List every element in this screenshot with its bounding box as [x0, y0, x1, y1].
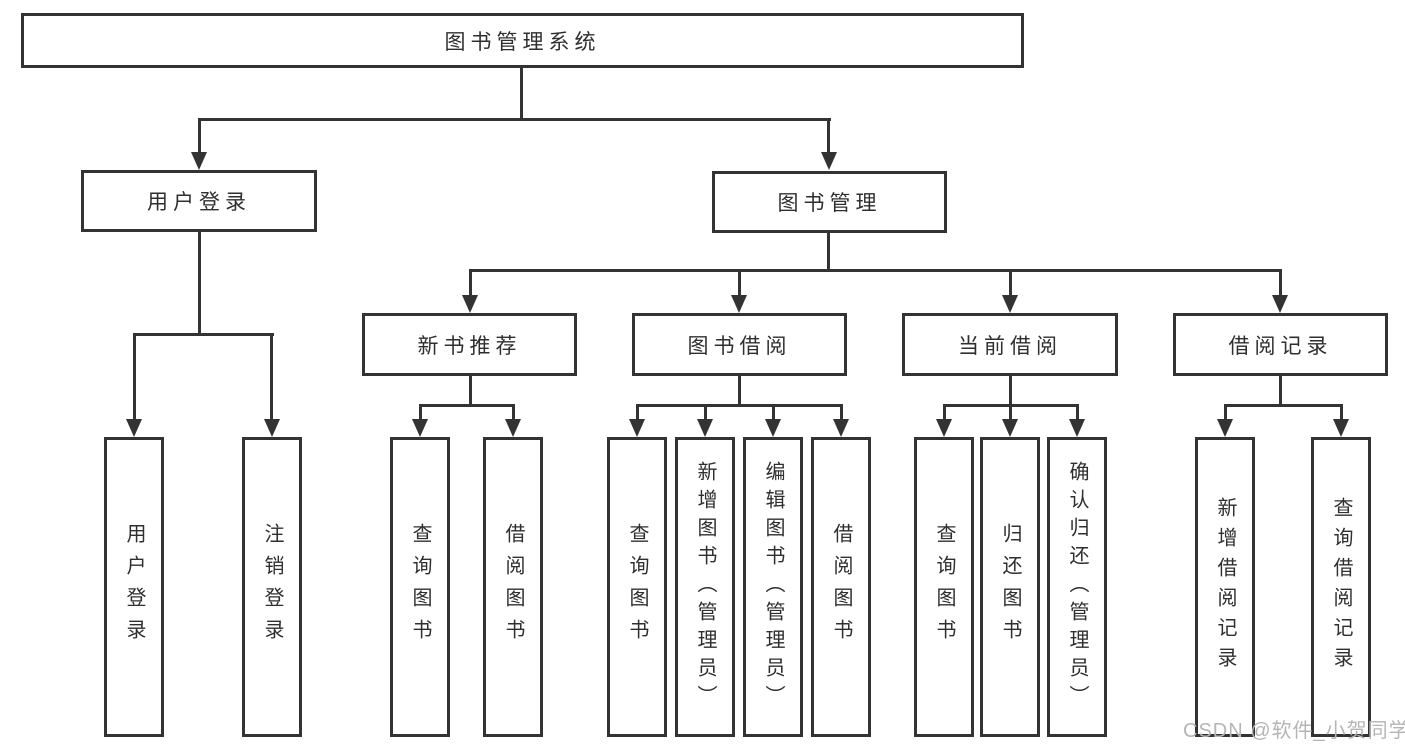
arrowhead-down: [1002, 295, 1018, 313]
leaf-records-query-record: 查询借阅记录: [1311, 437, 1371, 737]
connector-leaf: [1009, 404, 1012, 421]
arrowhead-down: [821, 152, 837, 170]
leaf-borrow-query-books: 查询图书: [607, 437, 667, 737]
connector-leaf: [1340, 404, 1343, 421]
node-borrow-records: 借阅记录: [1173, 313, 1388, 376]
arrowhead-down: [264, 419, 280, 437]
leaf-current-query-books: 查询图书: [914, 437, 974, 737]
arrowhead-down: [1333, 419, 1349, 437]
arrowhead-down: [697, 419, 713, 437]
connector-to-new-books: [469, 269, 472, 297]
leaf-current-return-books: 归还图书: [980, 437, 1040, 737]
connector-current-borrow-stub: [1009, 376, 1012, 407]
node-new-book-recommend: 新书推荐: [362, 313, 577, 376]
connector-root-branch: [198, 118, 831, 121]
leaf-borrow-add-books-admin: 新增图书（管理员）: [675, 437, 735, 737]
node-library-management-system: 图书管理系统: [21, 13, 1024, 68]
arrowhead-down: [462, 295, 478, 313]
node-current-borrowing: 当前借阅: [902, 313, 1118, 376]
arrowhead-down: [731, 295, 747, 313]
csdn-watermark: CSDN @软件_小贺同学: [1183, 720, 1405, 742]
connector-to-leaf-user-login: [133, 333, 136, 421]
connector-to-leaf-logout: [270, 333, 273, 421]
arrowhead-down: [936, 419, 952, 437]
connector-leaf: [419, 404, 422, 421]
connector-book-mgmt-stub: [827, 233, 830, 272]
leaf-newbooks-borrow-books: 借阅图书: [483, 437, 543, 737]
leaf-records-add-record: 新增借阅记录: [1195, 437, 1255, 737]
leaf-user-login: 用户登录: [104, 437, 164, 737]
connector-to-book-borrow: [738, 269, 741, 297]
node-user-login: 用户登录: [81, 170, 317, 232]
arrowhead-down: [833, 419, 849, 437]
connector-to-user-login: [198, 118, 201, 154]
connector-book-borrow-stub: [738, 376, 741, 407]
leaf-borrow-borrow-books: 借阅图书: [811, 437, 871, 737]
connector-to-book-mgmt: [827, 118, 830, 154]
arrowhead-down: [126, 419, 142, 437]
connector-leaf: [943, 404, 946, 421]
arrowhead-down: [629, 419, 645, 437]
connector-leaf: [1224, 404, 1227, 421]
connector-leaf: [512, 404, 515, 421]
leaf-borrow-edit-books-admin: 编辑图书（管理员）: [743, 437, 803, 737]
leaf-current-confirm-return-admin: 确认归还（管理员）: [1047, 437, 1107, 737]
arrowhead-down: [1272, 295, 1288, 313]
connector-new-books-stub: [469, 376, 472, 407]
arrowhead-down: [191, 152, 207, 170]
connector-leaf: [1076, 404, 1079, 421]
leaf-logout: 注销登录: [242, 437, 302, 737]
connector-borrow-records-branch: [1224, 404, 1343, 407]
connector-new-books-branch: [419, 404, 515, 407]
connector-book-borrow-branch: [636, 404, 843, 407]
arrowhead-down: [505, 419, 521, 437]
arrowhead-down: [1069, 419, 1085, 437]
connector-user-login-branch: [133, 333, 274, 336]
connector-borrow-records-stub: [1279, 376, 1282, 407]
arrowhead-down: [412, 419, 428, 437]
connector-book-mgmt-branch: [469, 269, 1282, 272]
connector-leaf: [840, 404, 843, 421]
node-book-borrowing: 图书借阅: [632, 313, 847, 376]
arrowhead-down: [1002, 419, 1018, 437]
connector-to-borrow-records: [1279, 269, 1282, 297]
connector-user-login-stub: [198, 232, 201, 336]
node-book-management: 图书管理: [712, 171, 947, 233]
connector-leaf: [636, 404, 639, 421]
leaf-newbooks-query-books: 查询图书: [390, 437, 450, 737]
arrowhead-down: [765, 419, 781, 437]
connector-to-current-borrow: [1009, 269, 1012, 297]
connector-root-stub: [520, 68, 523, 121]
connector-leaf: [704, 404, 707, 421]
connector-leaf: [772, 404, 775, 421]
arrowhead-down: [1217, 419, 1233, 437]
